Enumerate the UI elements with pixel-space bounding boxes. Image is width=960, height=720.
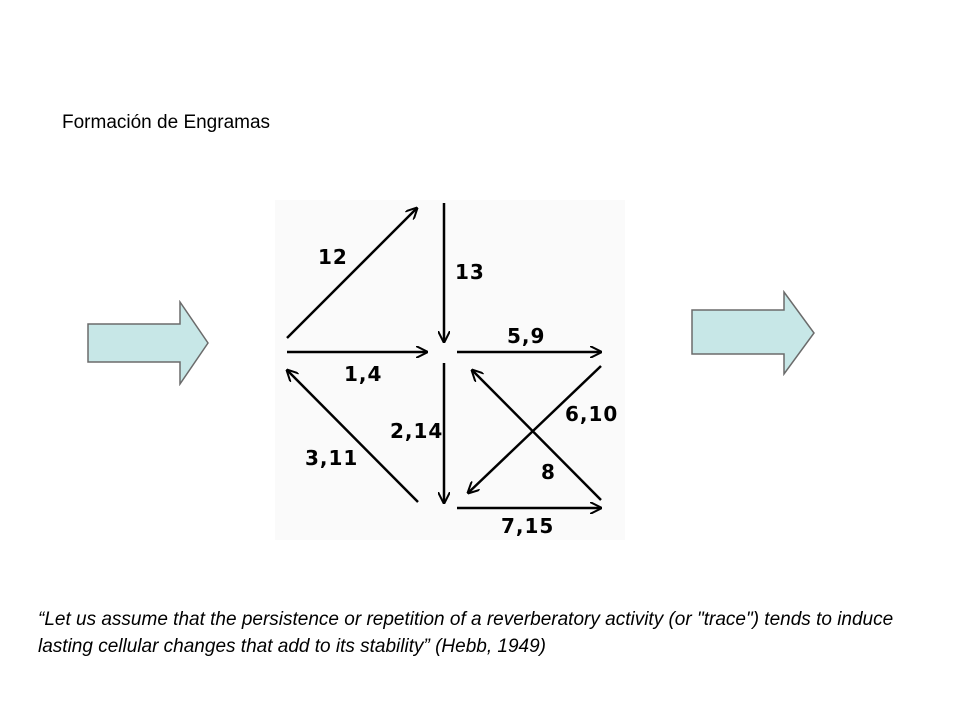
output-block-arrow bbox=[691, 290, 815, 376]
arrow-12 bbox=[286, 208, 417, 339]
input-block-arrow bbox=[87, 300, 209, 386]
arrow-6-10 bbox=[468, 365, 602, 493]
label-7-15: 7,15 bbox=[501, 514, 555, 538]
label-13: 13 bbox=[455, 260, 485, 284]
label-3-11: 3,11 bbox=[305, 446, 359, 470]
label-2-14: 2,14 bbox=[390, 419, 444, 443]
label-12: 12 bbox=[318, 245, 348, 269]
arrow-3-11 bbox=[287, 370, 419, 503]
label-6-10: 6,10 bbox=[565, 402, 619, 426]
page-title: Formación de Engramas bbox=[62, 112, 271, 133]
label-5-9: 5,9 bbox=[507, 324, 546, 348]
label-1-4: 1,4 bbox=[344, 362, 383, 386]
label-8: 8 bbox=[541, 460, 556, 484]
arrow-8 bbox=[472, 370, 602, 501]
engram-diagram: 12 13 5,9 1,4 2,14 3,11 6,10 8 7,15 bbox=[275, 200, 625, 540]
hebb-quote: “Let us assume that the persistence or r… bbox=[38, 609, 894, 657]
